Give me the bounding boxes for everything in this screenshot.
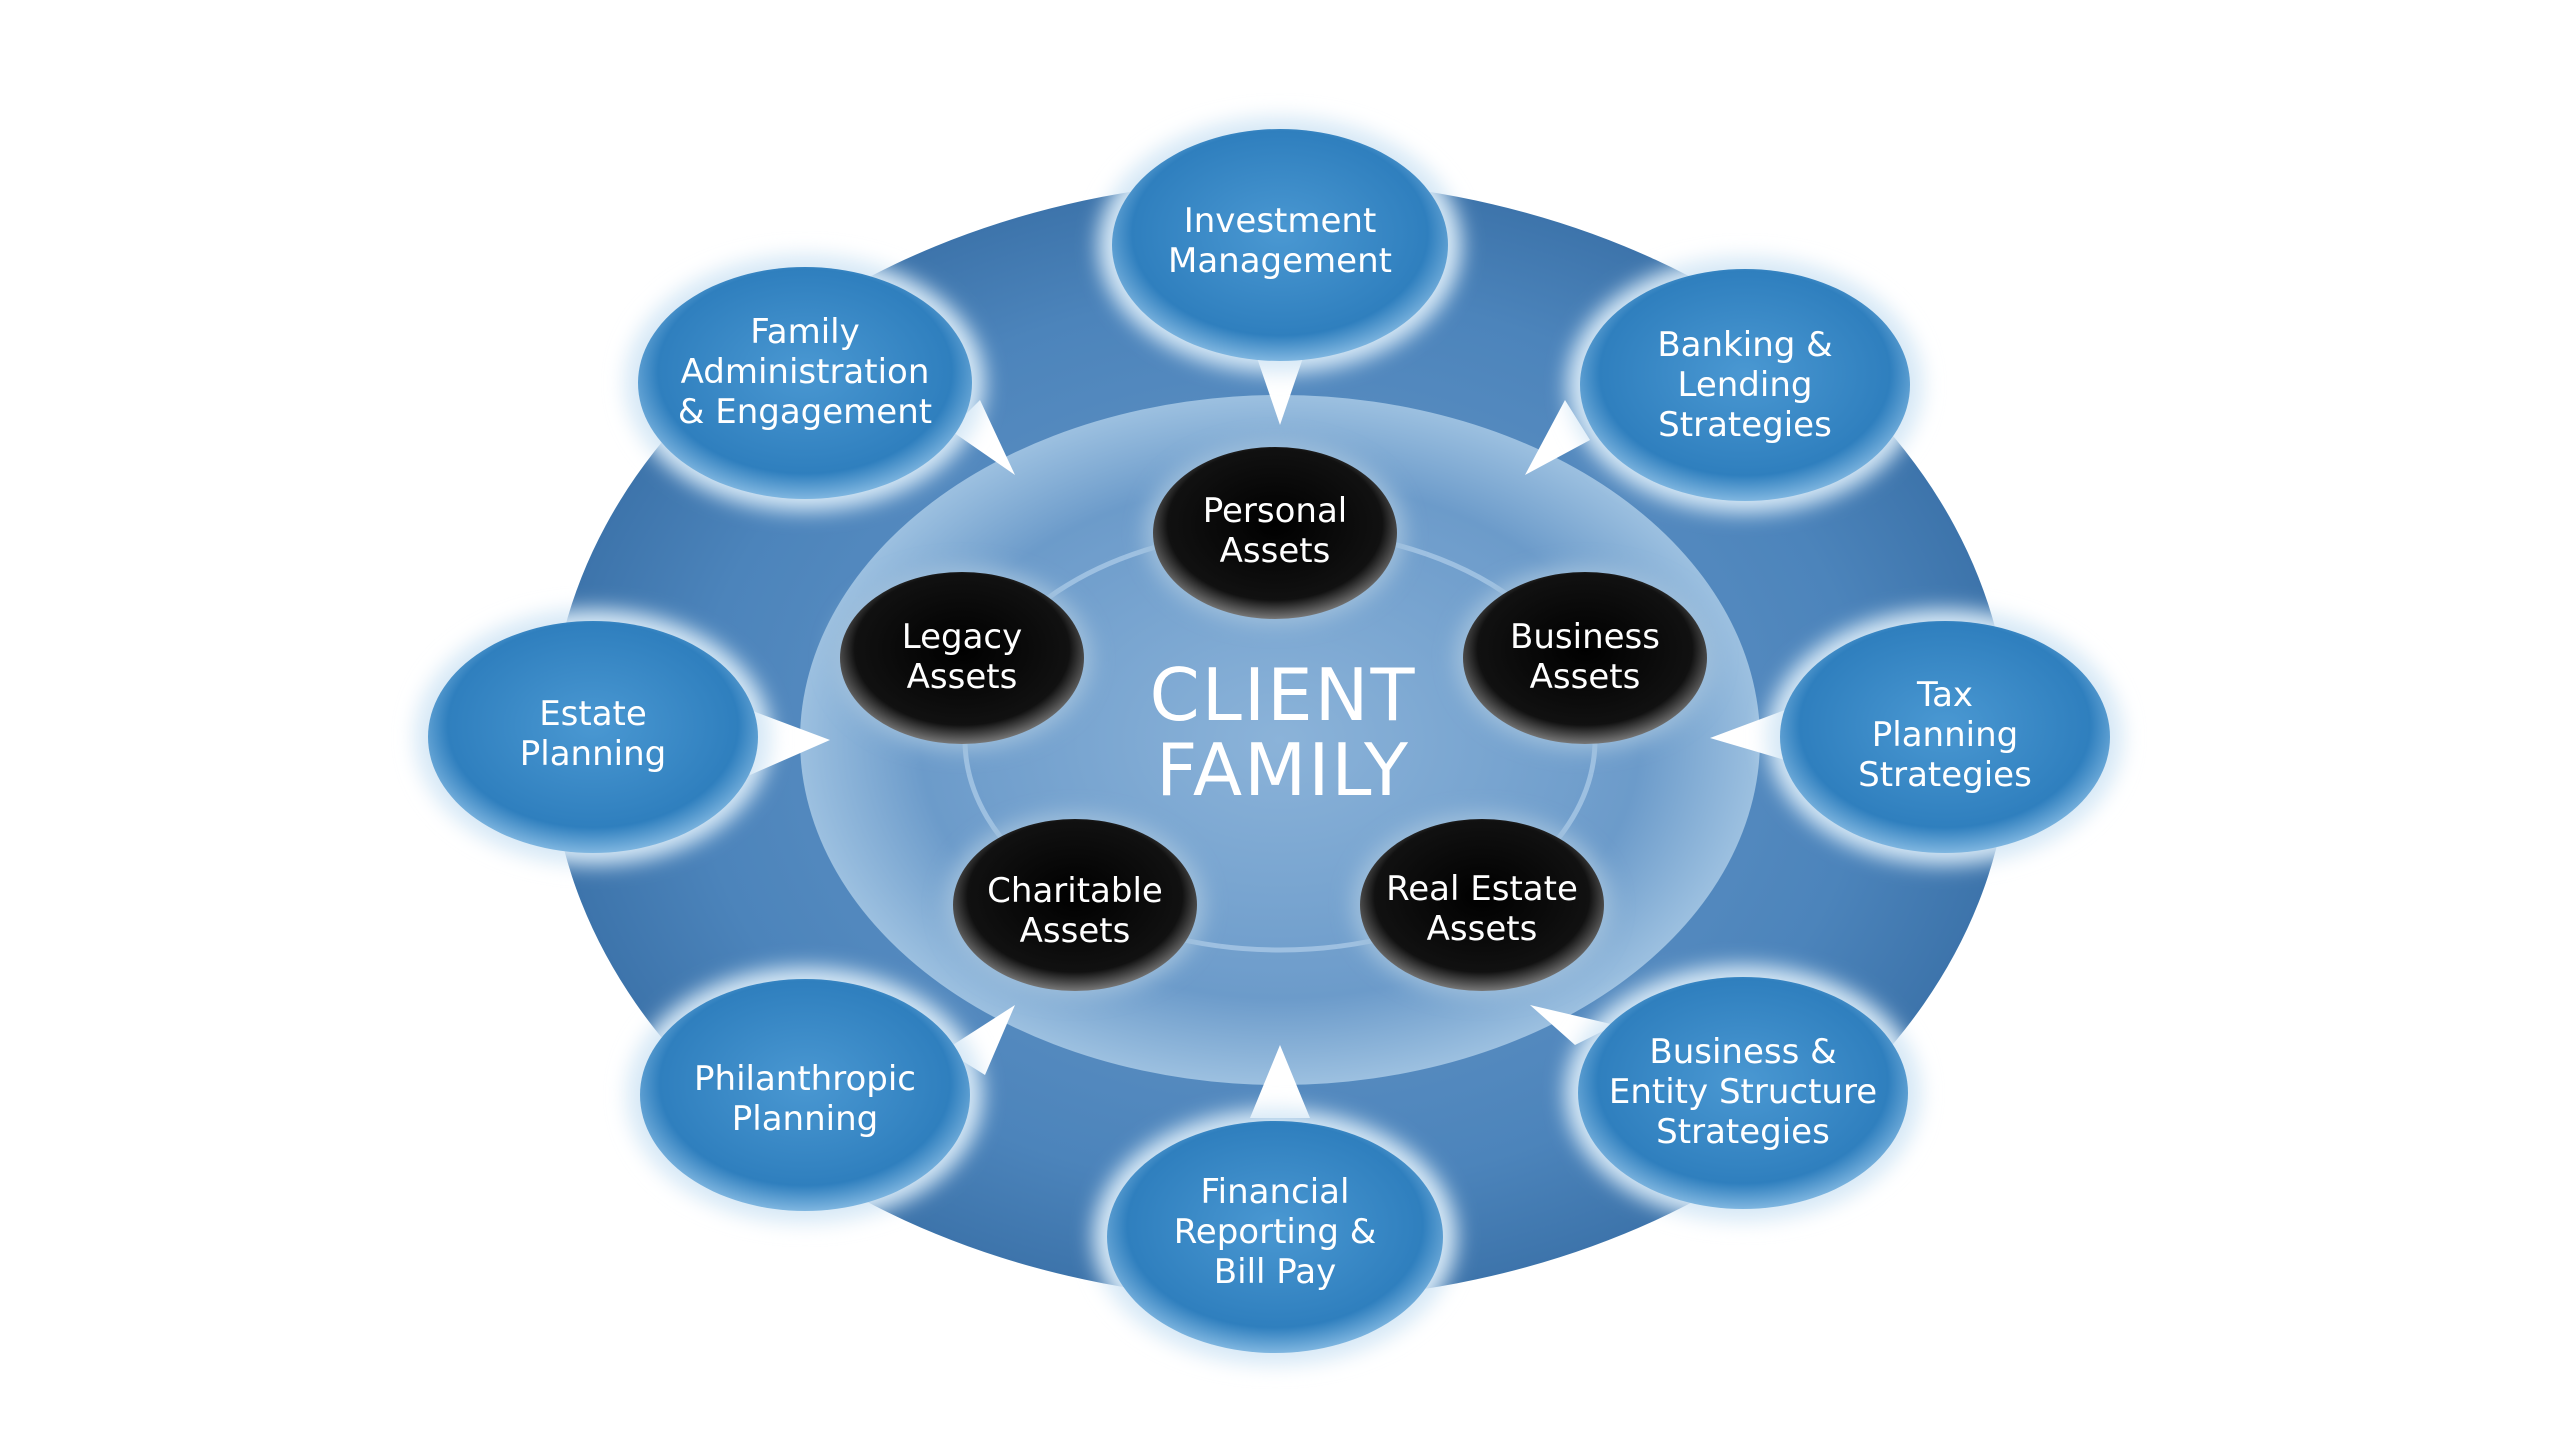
svg-text:Family: Family — [750, 312, 859, 352]
asset-label: Charitable — [987, 871, 1163, 911]
asset-label: Assets — [1220, 531, 1331, 571]
service-bubbles: Investment Management Banking & Lending … — [415, 117, 2123, 1365]
service-label: Business & — [1649, 1032, 1836, 1072]
asset-business: Business Assets — [1455, 566, 1715, 750]
svg-text:Investment: Investment — [1184, 201, 1377, 241]
svg-text:Real Estate: Real Estate — [1386, 869, 1578, 909]
svg-text:Entity Structure: Entity Structure — [1609, 1072, 1877, 1112]
asset-label: Assets — [1530, 657, 1641, 697]
service-philanthropic-planning: Philanthropic Planning — [627, 967, 983, 1223]
svg-text:Philanthropic: Philanthropic — [694, 1059, 916, 1099]
svg-text:Personal: Personal — [1203, 491, 1348, 531]
asset-label: Personal — [1203, 491, 1348, 531]
asset-label: Assets — [907, 657, 1018, 697]
svg-text:Assets: Assets — [1220, 531, 1331, 571]
service-label: Management — [1168, 241, 1392, 281]
service-label: Investment — [1184, 201, 1377, 241]
svg-text:Legacy: Legacy — [902, 617, 1023, 657]
service-label: Strategies — [1656, 1112, 1830, 1152]
svg-text:Business &: Business & — [1649, 1032, 1836, 1072]
service-label: Strategies — [1858, 755, 2032, 795]
service-tax-planning: Tax Planning Strategies — [1767, 609, 2123, 865]
svg-text:Business: Business — [1510, 617, 1660, 657]
service-family-administration: Family Administration & Engagement — [625, 255, 985, 511]
svg-text:Assets: Assets — [1530, 657, 1641, 697]
svg-text:Tax: Tax — [1916, 675, 1973, 715]
service-label: Administration — [681, 352, 930, 392]
svg-text:Assets: Assets — [907, 657, 1018, 697]
service-label: Reporting & — [1174, 1212, 1377, 1252]
service-label: Estate — [539, 694, 647, 734]
center-title: CLIENT FAMILY — [1150, 653, 1417, 812]
svg-text:FAMILY: FAMILY — [1156, 728, 1410, 812]
asset-legacy: Legacy Assets — [832, 566, 1092, 750]
asset-bubbles: Personal Assets Business Assets Real Est… — [832, 441, 1715, 997]
service-business-entity: Business & Entity Structure Strategies — [1565, 965, 1921, 1221]
service-label: Strategies — [1658, 405, 1832, 445]
service-label: Entity Structure — [1609, 1072, 1877, 1112]
asset-label: Legacy — [902, 617, 1023, 657]
svg-text:Strategies: Strategies — [1656, 1112, 1830, 1152]
service-label: & Engagement — [678, 392, 932, 432]
svg-text:Reporting &: Reporting & — [1174, 1212, 1377, 1252]
svg-text:Estate: Estate — [539, 694, 647, 734]
svg-text:Banking &: Banking & — [1657, 325, 1832, 365]
asset-label: Business — [1510, 617, 1660, 657]
svg-text:Lending: Lending — [1678, 365, 1813, 405]
service-label: Bill Pay — [1214, 1252, 1336, 1292]
asset-label: Assets — [1427, 909, 1538, 949]
asset-label: Real Estate — [1386, 869, 1578, 909]
asset-charitable: Charitable Assets — [945, 813, 1205, 997]
svg-text:Administration: Administration — [681, 352, 930, 392]
service-estate-planning: Estate Planning — [415, 609, 771, 865]
svg-text:Strategies: Strategies — [1658, 405, 1832, 445]
asset-label: Assets — [1020, 911, 1131, 951]
svg-text:Bill Pay: Bill Pay — [1214, 1252, 1336, 1292]
svg-text:Assets: Assets — [1427, 909, 1538, 949]
svg-text:Planning: Planning — [520, 734, 666, 774]
service-label: Family — [750, 312, 859, 352]
asset-personal: Personal Assets — [1145, 441, 1405, 625]
center-title-line2: FAMILY — [1156, 728, 1410, 812]
service-banking-lending: Banking & Lending Strategies — [1567, 257, 1923, 513]
service-label: Tax — [1916, 675, 1973, 715]
svg-text:Financial: Financial — [1201, 1172, 1350, 1212]
service-label: Planning — [520, 734, 666, 774]
svg-text:Planning: Planning — [732, 1099, 878, 1139]
svg-text:CLIENT: CLIENT — [1150, 653, 1417, 737]
service-label: Planning — [1872, 715, 2018, 755]
svg-text:Planning: Planning — [1872, 715, 2018, 755]
svg-text:& Engagement: & Engagement — [678, 392, 932, 432]
svg-text:Charitable: Charitable — [987, 871, 1163, 911]
pointer-tax — [1710, 710, 1785, 760]
svg-text:Strategies: Strategies — [1858, 755, 2032, 795]
service-label: Banking & — [1657, 325, 1832, 365]
service-label: Financial — [1201, 1172, 1350, 1212]
service-label: Lending — [1678, 365, 1813, 405]
service-label: Philanthropic — [694, 1059, 916, 1099]
center-title-line1: CLIENT — [1150, 653, 1417, 737]
svg-text:Assets: Assets — [1020, 911, 1131, 951]
service-investment-management: Investment Management — [1098, 117, 1462, 373]
svg-text:Management: Management — [1168, 241, 1392, 281]
asset-real-estate: Real Estate Assets — [1352, 813, 1612, 997]
pointer-financial — [1250, 1045, 1310, 1118]
service-financial-reporting: Financial Reporting & Bill Pay — [1093, 1109, 1457, 1365]
service-label: Planning — [732, 1099, 878, 1139]
